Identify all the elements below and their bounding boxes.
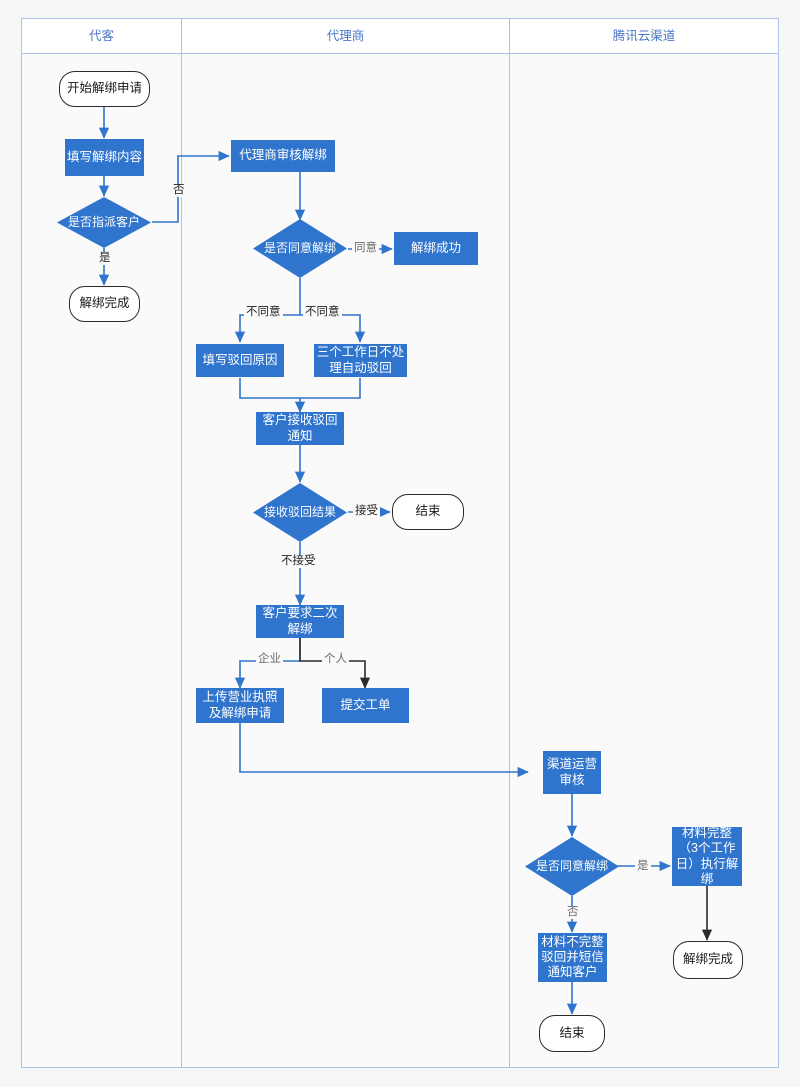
diamond-label: 是否同意解绑	[263, 241, 336, 256]
diamond-label: 是否指派客户	[67, 215, 140, 230]
node-customer-receive-rejection[interactable]: 客户接收驳回通知	[256, 412, 344, 445]
node-auto-reject-three-days[interactable]: 三个工作日不处理自动驳回	[314, 344, 407, 377]
node-submit-ticket[interactable]: 提交工单	[322, 688, 409, 723]
edge-label-yes-assign: 是	[97, 252, 113, 265]
node-end-lane2[interactable]: 结束	[392, 494, 464, 530]
node-fill-rejection-reason[interactable]: 填写驳回原因	[196, 344, 284, 377]
edge-label-disagree-right: 不同意	[303, 306, 342, 319]
node-agent-review-unbind[interactable]: 代理商审核解绑	[231, 140, 335, 172]
node-unbind-complete-lane1[interactable]: 解绑完成	[69, 286, 140, 322]
node-end-lane3[interactable]: 结束	[539, 1015, 605, 1052]
node-materials-incomplete-reject-sms[interactable]: 材料不完整驳回并短信通知客户	[538, 933, 607, 982]
edge-label-enterprise: 企业	[256, 653, 283, 666]
lane-divider-1	[181, 19, 182, 1067]
diamond-label: 是否同意解绑	[535, 859, 608, 874]
node-customer-request-second-unbind[interactable]: 客户要求二次解绑	[256, 605, 344, 638]
diamond-label: 接收驳回结果	[263, 505, 336, 520]
node-start-unbind-application[interactable]: 开始解绑申请	[59, 71, 150, 107]
lane-header-daike: 代客	[88, 29, 114, 43]
edge-label-yes-tencent: 是	[635, 860, 651, 873]
node-decision-assign-customer[interactable]: 是否指派客户	[57, 197, 151, 248]
node-channel-operation-review[interactable]: 渠道运营审核	[543, 751, 601, 794]
node-decision-rejection-result[interactable]: 接收驳回结果	[253, 483, 347, 542]
edge-label-no-assign: 否	[171, 184, 187, 197]
lane-header-tencent: 腾讯云渠道	[612, 29, 676, 43]
lane-header-dailishang: 代理商	[326, 29, 365, 43]
edge-label-individual: 个人	[322, 653, 349, 666]
node-unbind-success[interactable]: 解绑成功	[394, 232, 478, 265]
edge-label-no-tencent: 否	[565, 906, 581, 919]
edge-label-agree: 同意	[352, 242, 379, 255]
lane-divider-2	[509, 19, 510, 1067]
node-decision-agree-unbind-agent[interactable]: 是否同意解绑	[253, 219, 347, 278]
edge-label-disagree-left: 不同意	[244, 306, 283, 319]
swimlane-header-row	[22, 19, 778, 54]
node-materials-complete-execute-unbind[interactable]: 材料完整（3个工作日）执行解绑	[672, 826, 742, 886]
node-decision-agree-unbind-tencent[interactable]: 是否同意解绑	[525, 837, 619, 896]
node-fill-unbind-content[interactable]: 填写解绑内容	[65, 139, 144, 176]
edge-label-accept: 接受	[353, 505, 380, 518]
swimlane-table: 代客 代理商 腾讯云渠道	[21, 18, 779, 1068]
node-upload-license-and-application[interactable]: 上传营业执照及解绑申请	[196, 688, 284, 723]
edge-label-not-accept: 不接受	[279, 555, 318, 568]
node-unbind-complete-lane3[interactable]: 解绑完成	[673, 941, 743, 979]
